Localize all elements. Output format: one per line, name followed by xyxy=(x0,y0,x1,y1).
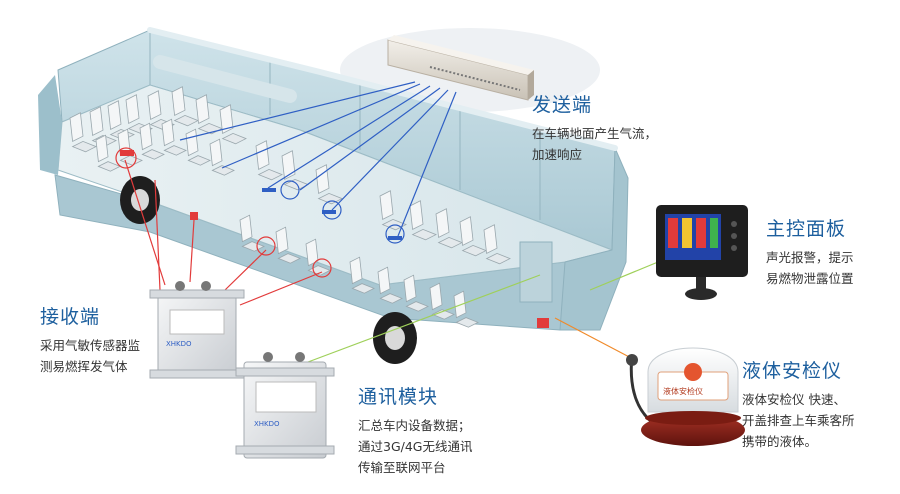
receiver-desc-line: 测易燃挥发气体 xyxy=(40,359,128,374)
sender-desc: 在车辆地面产生气流， 加速响应 xyxy=(532,123,657,165)
liquid-title: 液体安检仪 xyxy=(742,360,843,382)
comm-desc-line: 汇总车内设备数据； xyxy=(358,418,471,433)
receiver-brand: XHKDO xyxy=(166,340,192,348)
sender-label: 发送端 在车辆地面产生气流， 加速响应 xyxy=(532,90,657,165)
control-label: 主控面板 声光报警，提示 易燃物泄露位置 xyxy=(766,214,854,289)
seat xyxy=(315,164,343,205)
comm-module-device: XHKDO xyxy=(235,352,335,459)
control-desc: 声光报警，提示 易燃物泄露位置 xyxy=(766,247,854,289)
control-title: 主控面板 xyxy=(766,218,847,240)
seat xyxy=(95,134,121,172)
seat xyxy=(429,282,455,320)
seat xyxy=(305,238,331,276)
seat xyxy=(435,208,463,249)
seat xyxy=(255,140,283,181)
rear-wheel xyxy=(120,176,160,224)
liquid-label: 液体安检仪 液体安检仪 快速、 开盖排查上车乘客所 携带的液体。 xyxy=(742,356,855,452)
comm-desc-line: 通过3G/4G无线通讯 xyxy=(358,439,473,454)
front-wheel xyxy=(373,312,417,364)
receiver-title: 接收端 xyxy=(40,306,101,328)
receiver-desc: 采用气敏传感器监 测易燃挥发气体 xyxy=(40,335,140,377)
receiver-desc-line: 采用气敏传感器监 xyxy=(40,338,141,353)
liquid-desc-line: 携带的液体。 xyxy=(742,434,818,449)
sender-lines xyxy=(179,81,457,237)
liquid-desc: 液体安检仪 快速、 开盖排查上车乘客所 携带的液体。 xyxy=(742,389,855,452)
liquid-line xyxy=(554,317,636,361)
receiver-lines xyxy=(124,159,323,306)
control-line xyxy=(589,261,659,291)
liquid-detector-device: 液体安检仪 xyxy=(626,347,745,446)
control-desc-line: 声光报警，提示 xyxy=(766,250,854,265)
comm-desc: 汇总车内设备数据； 通过3G/4G无线通讯 传输至联网平台 xyxy=(358,415,473,478)
seat xyxy=(171,86,199,127)
seat xyxy=(275,226,301,264)
receiver-label: 接收端 采用气敏传感器监 测易燃挥发气体 xyxy=(40,302,140,377)
seat xyxy=(459,216,487,257)
liquid-desc-line: 液体安检仪 快速、 xyxy=(742,392,846,407)
sender-desc-line: 在车辆地面产生气流， xyxy=(532,126,658,141)
seat xyxy=(239,214,265,252)
seat xyxy=(139,122,165,160)
sender-device xyxy=(387,35,534,101)
seat xyxy=(409,200,437,241)
seat xyxy=(377,266,403,304)
bus-seats xyxy=(69,86,511,328)
comm-brand: XHKDO xyxy=(254,420,280,428)
control-desc-line: 易燃物泄露位置 xyxy=(766,271,854,286)
comm-label: 通讯模块 汇总车内设备数据； 通过3G/4G无线通讯 传输至联网平台 xyxy=(358,382,473,478)
seat xyxy=(209,138,235,176)
seat xyxy=(483,224,511,265)
floor-markers xyxy=(115,147,549,328)
sender-title: 发送端 xyxy=(532,94,593,116)
bus-door xyxy=(519,241,553,303)
comm-title: 通讯模块 xyxy=(358,386,439,408)
seat xyxy=(349,256,375,294)
liquid-desc-line: 开盖排查上车乘客所 xyxy=(742,413,855,428)
receiver-device: XHKDO xyxy=(149,281,245,379)
comm-line xyxy=(299,274,541,366)
sender-desc-line: 加速响应 xyxy=(532,147,583,162)
liquid-badge-text: 液体安检仪 xyxy=(663,386,703,396)
seat xyxy=(403,274,429,312)
seat xyxy=(219,104,247,145)
control-panel-device xyxy=(656,205,748,300)
seat xyxy=(69,112,97,153)
comm-desc-line: 传输至联网平台 xyxy=(358,460,446,475)
seat xyxy=(161,118,187,156)
